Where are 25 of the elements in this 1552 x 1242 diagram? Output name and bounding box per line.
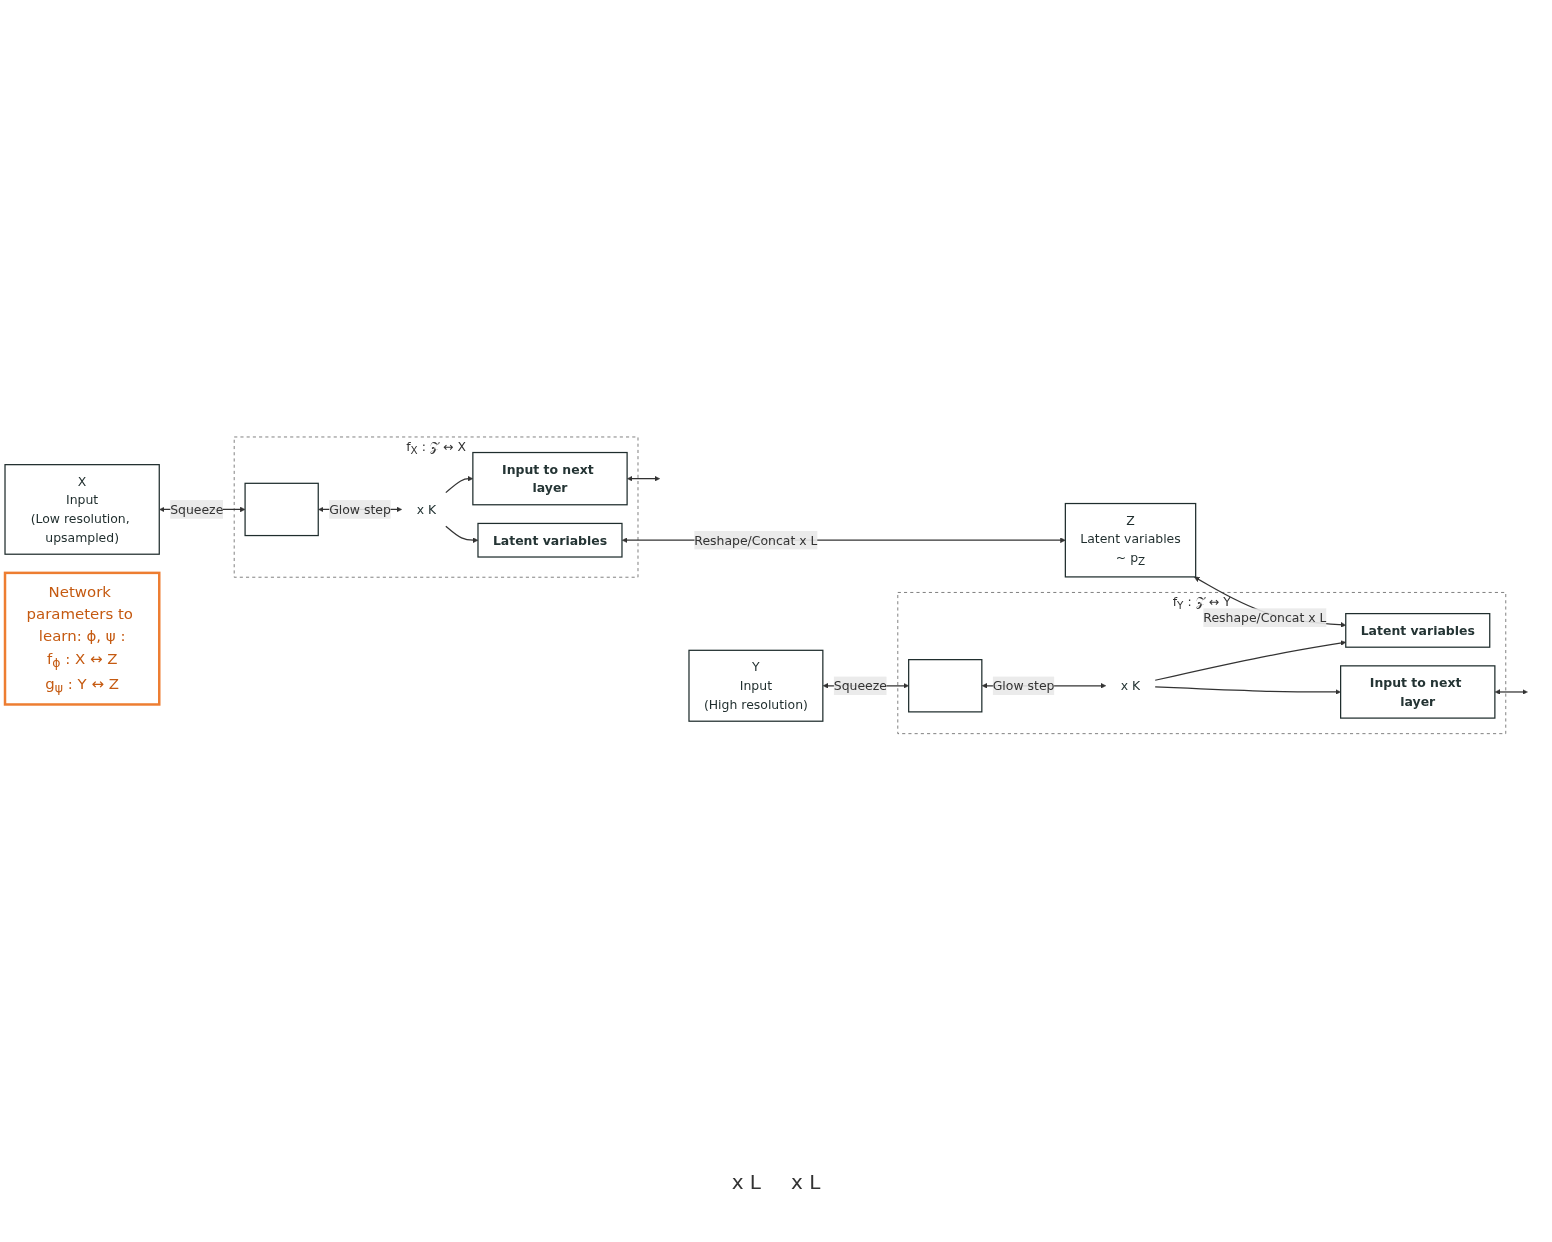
- arrow: [627, 475, 660, 482]
- node-box: Input to next layer: [1340, 664, 1496, 719]
- node-box: Input to next layer: [472, 451, 628, 506]
- node-box: Network parameters to learn: ϕ, ψ : f$_{ϕ}$ : X ↔ Z g$_{ψ}$ : Y ↔ Z: [3, 571, 161, 706]
- edge-label: Squeeze: [170, 501, 224, 517]
- node-box: X Input (Low resolution, upsampled): [4, 463, 160, 555]
- node-box: [908, 658, 983, 713]
- edge-label: Reshape/Concat x L: [694, 532, 818, 548]
- edge-label: Reshape/Concat x L: [1203, 609, 1327, 625]
- edge-label: Squeeze: [833, 677, 887, 693]
- node-box: Latent variables: [477, 522, 623, 558]
- repeat-label: x L: [791, 1170, 821, 1194]
- arrow: [1194, 576, 1346, 628]
- node-box: [244, 482, 319, 536]
- node-text: x K: [416, 501, 437, 517]
- node-text: x K: [1120, 677, 1141, 693]
- arrow: [1494, 688, 1528, 695]
- arrow: [1154, 640, 1346, 681]
- edge-label: Glow step: [329, 501, 391, 517]
- node-box: Z Latent variables ~ p$_{Z}$: [1064, 502, 1197, 578]
- repeat-label: x L: [731, 1170, 761, 1194]
- node-box: Y Input (High resolution): [688, 649, 824, 722]
- arrow: [1154, 685, 1341, 695]
- node-box: Latent variables: [1345, 612, 1491, 648]
- edge-label: Glow step: [992, 677, 1055, 693]
